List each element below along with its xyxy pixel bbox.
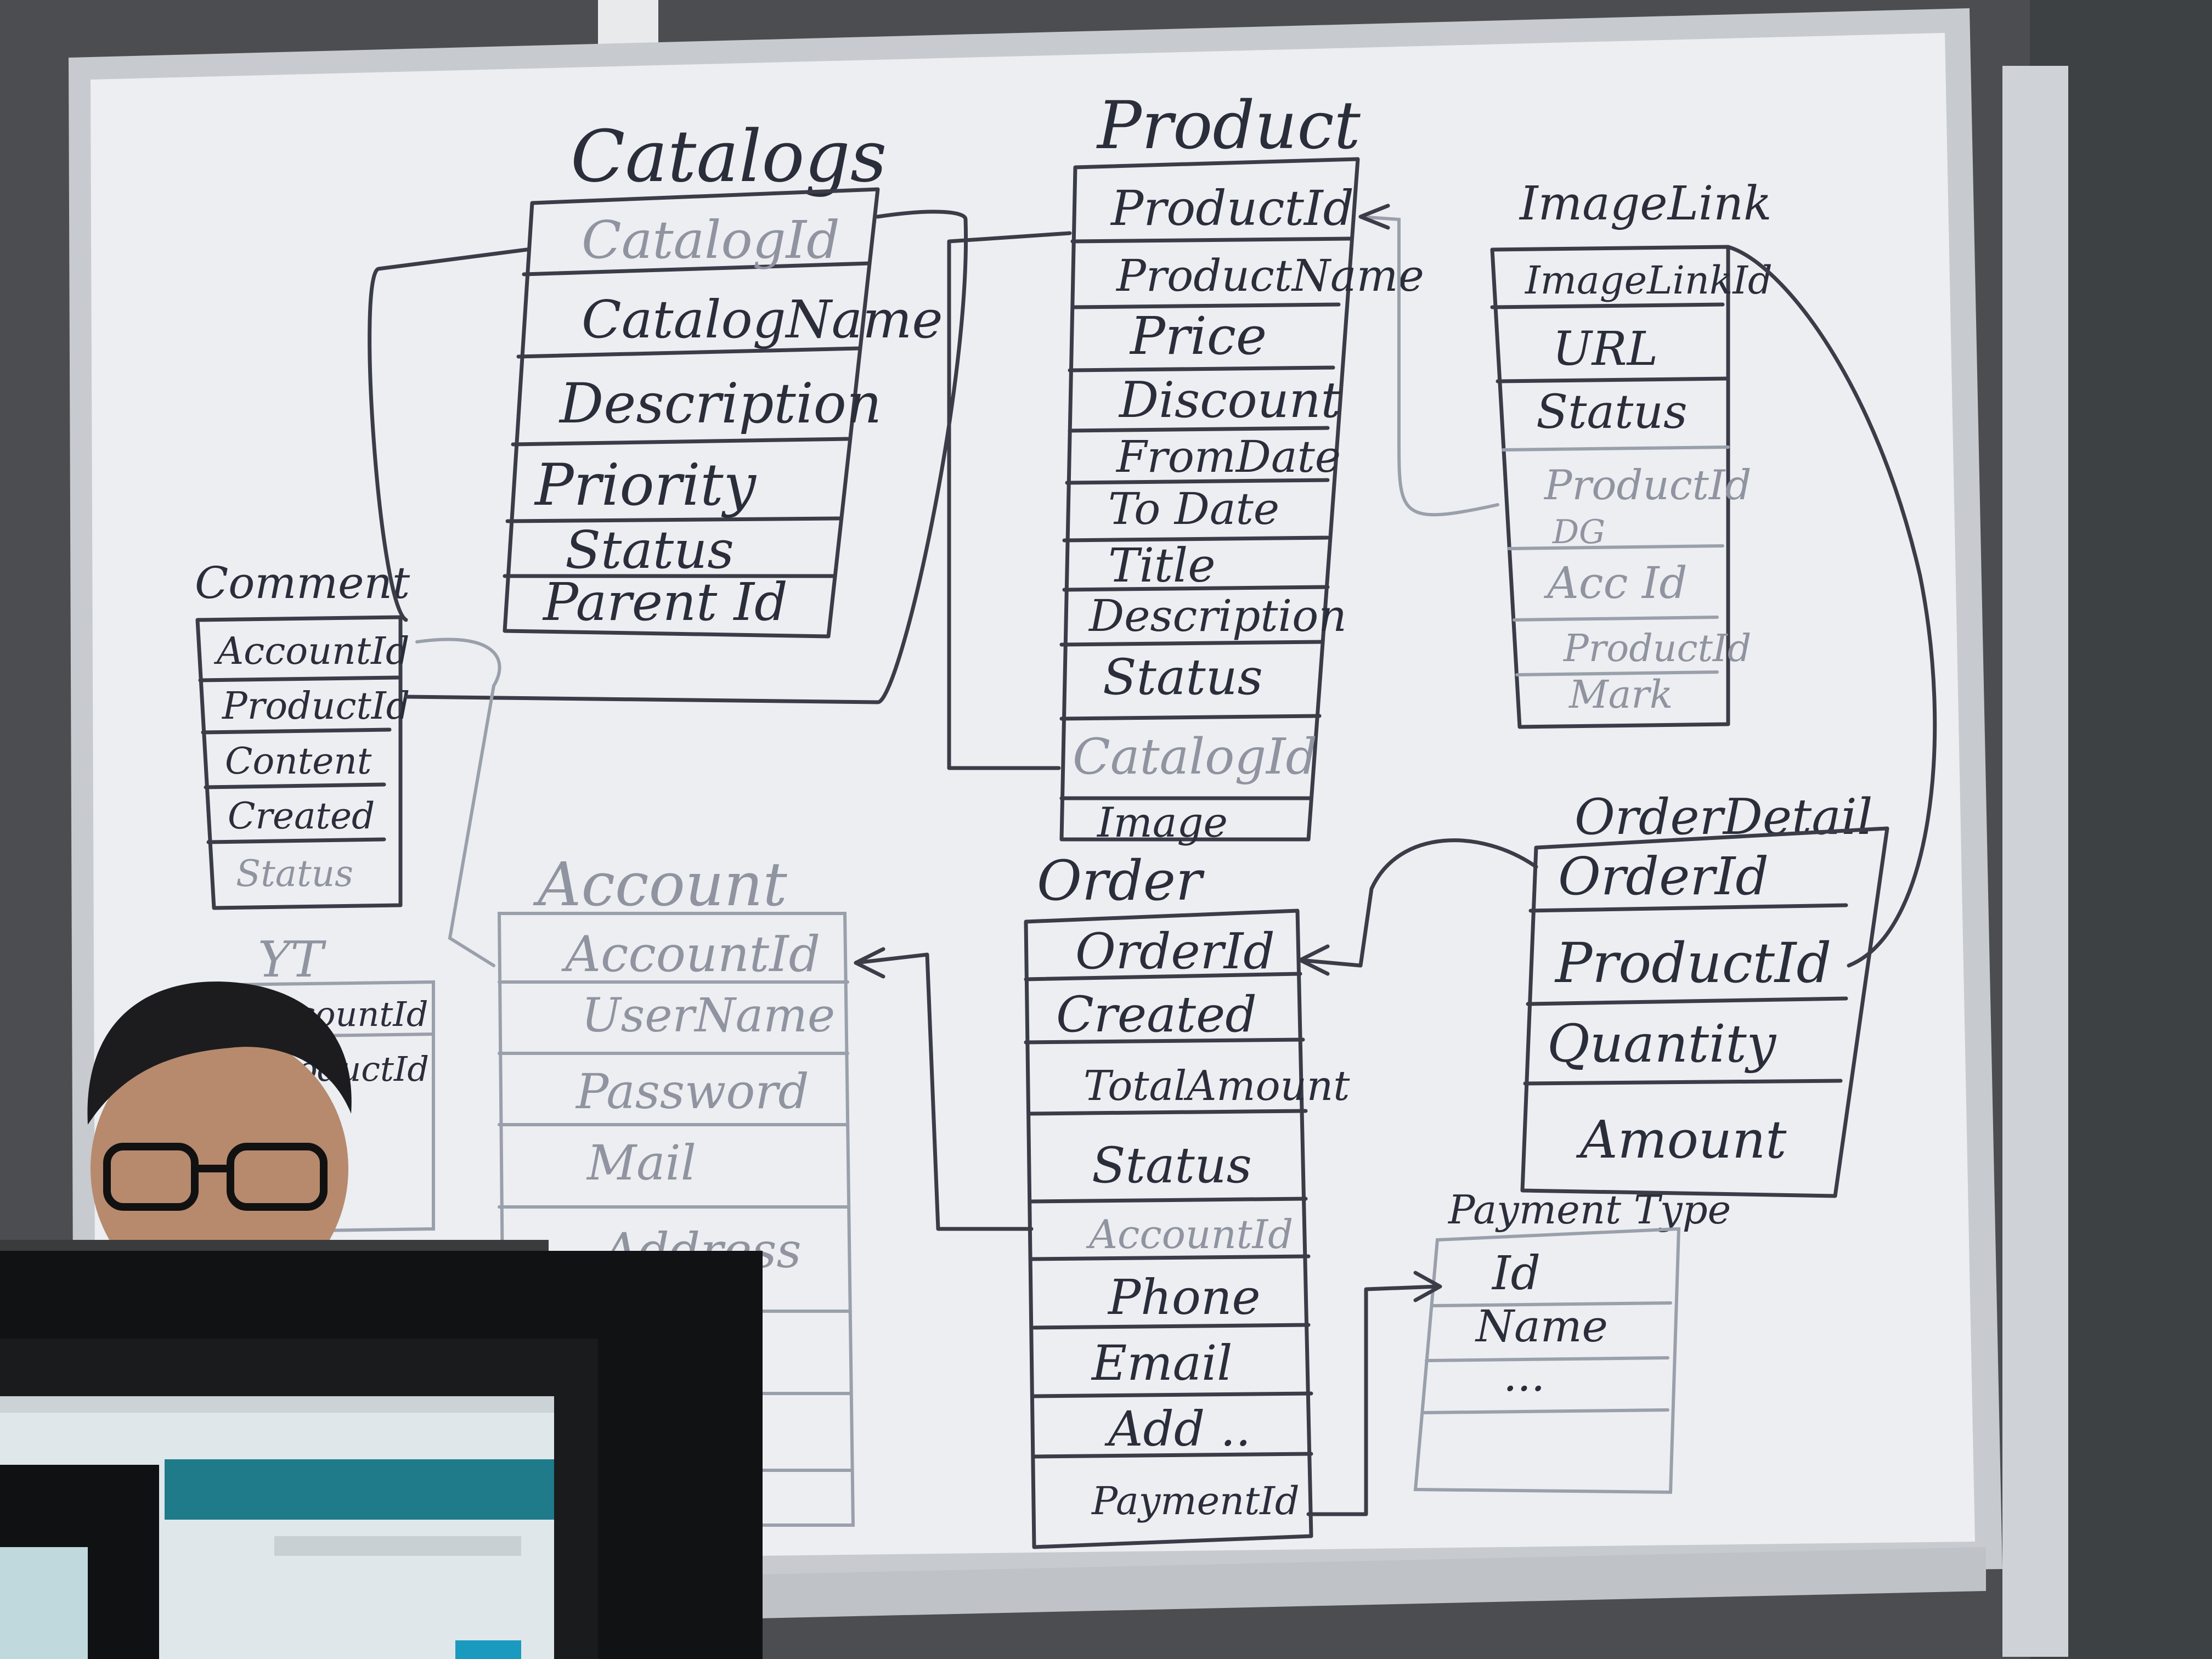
order-field-email: Email [1091,1335,1232,1391]
paymenttype-field-id: Id [1491,1246,1541,1301]
relationship-lines [368,204,1937,1516]
imagelink-field-productid: ProductId [1543,461,1752,509]
order-field-totalamount: TotalAmount [1084,1062,1350,1110]
table-order: Order OrderId Created TotalAmount Status… [1024,849,1350,1549]
order-to-account-line [854,952,1034,1231]
product-field-fromdate: FromDate [1115,431,1341,482]
imagelink-field-url: URL [1553,322,1658,376]
table-paymenttype: Payment Type Id Name ... [1413,1187,1731,1494]
order-arrow-head [1298,944,1330,976]
paymentid-to-paymenttype-line [1306,1284,1440,1516]
paymenttype-arrow-head [1413,1271,1442,1302]
orderdetail-field-quantity: Quantity [1547,1014,1777,1074]
product-field-title: Title [1108,539,1216,593]
orderdetail-field-orderid: OrderId [1558,847,1769,907]
comment-field-accountid: AccountId [213,630,410,673]
order-field-orderid: OrderId [1075,923,1275,980]
order-field-paymentid: PaymentId [1091,1479,1300,1523]
paymenttype-field-more: ... [1503,1350,1545,1401]
product-field-status: Status [1103,648,1263,706]
order-title: Order [1037,849,1205,913]
catalogs-field-priority: Priority [534,452,757,518]
account-field-password: Password [575,1063,809,1120]
monitors-foreground [0,1240,763,1659]
yt-title: YT [258,931,326,989]
comment-field-content: Content [225,740,372,782]
product-field-catalogid: CatalogId [1073,728,1317,786]
order-field-phone: Phone [1107,1269,1261,1325]
orderdetail-field-amount: Amount [1576,1110,1787,1170]
comment-to-account-line [415,637,501,967]
product-field-todate: To Date [1108,483,1279,534]
catalogs-title: Catalogs [571,115,887,198]
imagelink-field-imagelinkid: ImageLinkId [1524,258,1773,303]
imagelink-field-productid-2: ProductId [1562,627,1751,670]
comment-to-catalogs-line [368,247,529,622]
paymenttype-title: Payment Type [1447,1187,1731,1233]
table-product: Product ProductId ProductName Price Disc… [1059,88,1424,847]
glasses-icon [103,1143,328,1211]
comment-field-productid: ProductId [221,685,410,728]
catalogs-field-status: Status [565,520,734,580]
catalogs-field-parentid: Parent Id [542,572,788,633]
account-field-username: UserName [582,989,835,1043]
orderdetail-to-order-line [1298,838,1538,968]
catalogs-field-catalogid: CatalogId [582,210,840,270]
product-field-description: Description [1088,590,1347,641]
table-comment: Comment AccountId ProductId Content Crea… [195,557,410,910]
imagelink-to-product-line [1359,215,1499,517]
product-field-price: Price [1129,306,1267,366]
catalogs-field-description: Description [558,371,882,436]
order-field-accountid: AccountId [1086,1211,1293,1257]
orderdetail-to-imagelink-line [1726,245,1937,968]
product-field-discount: Discount [1118,371,1341,429]
person-foreground [87,981,352,1306]
product-title: Product [1096,88,1361,164]
product-field-image: Image [1096,798,1228,847]
account-field-accountid: AccountId [561,926,820,983]
paymenttype-field-name: Name [1475,1301,1608,1352]
account-title: Account [533,849,788,919]
order-field-status: Status [1092,1137,1252,1194]
order-field-created: Created [1056,986,1257,1043]
table-imagelink: ImageLink ImageLinkId URL Status Product… [1490,177,1773,729]
imagelink-field-accid: Acc Id [1543,557,1688,608]
imagelink-arrow-head [1358,204,1390,230]
orderdetail-field-productid: ProductId [1554,931,1831,995]
imagelink-field-status: Status [1536,385,1688,439]
product-field-productid: ProductId [1110,180,1354,236]
catalogs-to-product-line [404,210,968,704]
imagelink-field-dg: DG [1552,513,1605,551]
comment-field-created: Created [228,795,375,837]
account-arrow-head [854,947,885,979]
order-field-add: Add .. [1104,1401,1251,1457]
comment-field-status: Status [236,853,353,895]
imagelink-field-mark: Mark [1568,672,1673,717]
comment-title: Comment [195,557,410,608]
whiteboard [69,8,2002,1618]
product-field-productname: ProductName [1115,250,1424,301]
imagelink-title: ImageLink [1519,177,1771,231]
table-catalogs: Catalogs CatalogId CatalogName Descripti… [503,115,943,639]
catalogs-field-catalogname: CatalogName [582,290,943,350]
account-field-mail: Mail [586,1135,696,1191]
table-orderdetail: OrderDetail OrderId ProductId Quantity A… [1520,788,1889,1198]
product-catalogid-link [947,231,1072,770]
